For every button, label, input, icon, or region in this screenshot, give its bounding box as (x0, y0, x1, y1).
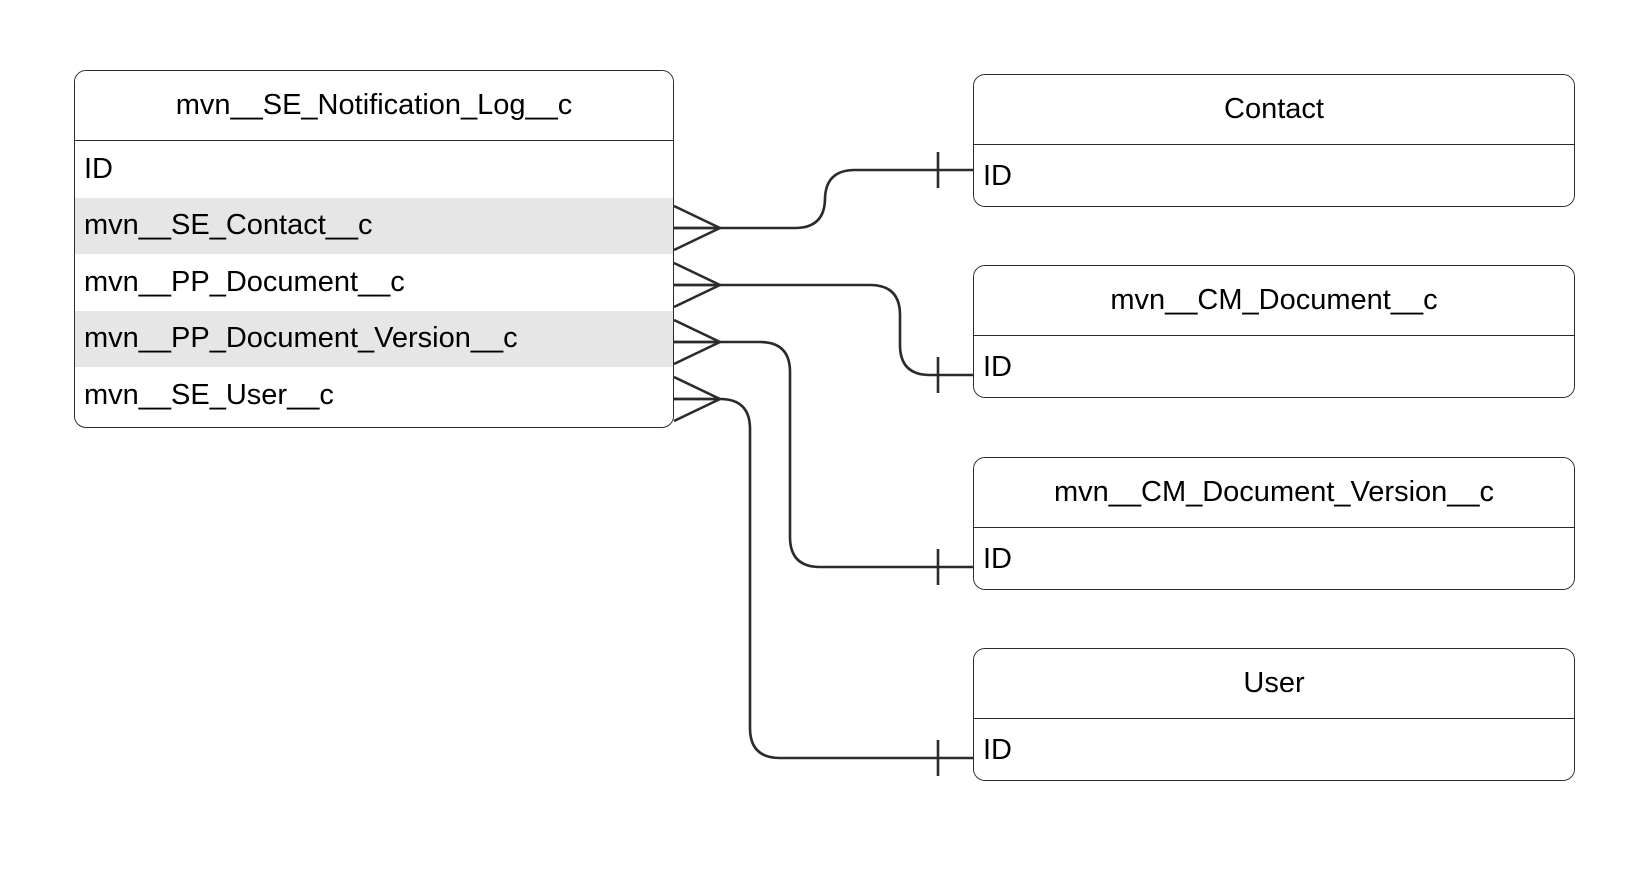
relationship-edge-cm-document (673, 261, 973, 393)
relationship-edge-contact (673, 152, 973, 252)
attribute-row-id[interactable]: ID (75, 141, 673, 198)
attribute-list: ID mvn__SE_Contact__c mvn__PP_Document__… (75, 141, 673, 424)
attribute-row-id[interactable]: ID (974, 145, 1574, 206)
entity-contact[interactable]: Contact ID (973, 74, 1575, 207)
entity-mvn-cm-document[interactable]: mvn__CM_Document__c ID (973, 265, 1575, 398)
attribute-list: ID (974, 145, 1574, 206)
attribute-row-id[interactable]: ID (974, 528, 1574, 589)
relationship-edge-cm-document-version (673, 318, 973, 585)
attribute-list: ID (974, 336, 1574, 397)
attribute-row-se-user[interactable]: mvn__SE_User__c (75, 367, 673, 424)
entity-mvn-cm-document-version[interactable]: mvn__CM_Document_Version__c ID (973, 457, 1575, 590)
attribute-list: ID (974, 719, 1574, 780)
attribute-row-id[interactable]: ID (974, 719, 1574, 780)
attribute-row-se-contact[interactable]: mvn__SE_Contact__c (75, 197, 673, 254)
entity-user[interactable]: User ID (973, 648, 1575, 781)
attribute-list: ID (974, 528, 1574, 589)
entity-title: User (974, 649, 1574, 719)
entity-mvn-se-notification-log[interactable]: mvn__SE_Notification_Log__c ID mvn__SE_C… (74, 70, 674, 428)
entity-title: mvn__CM_Document__c (974, 266, 1574, 336)
attribute-row-pp-document-version[interactable]: mvn__PP_Document_Version__c (75, 310, 673, 367)
relationship-edge-user (673, 375, 973, 776)
entity-title: mvn__SE_Notification_Log__c (75, 71, 673, 141)
attribute-row-id[interactable]: ID (974, 336, 1574, 397)
attribute-row-pp-document[interactable]: mvn__PP_Document__c (75, 254, 673, 311)
entity-title: mvn__CM_Document_Version__c (974, 458, 1574, 528)
entity-title: Contact (974, 75, 1574, 145)
